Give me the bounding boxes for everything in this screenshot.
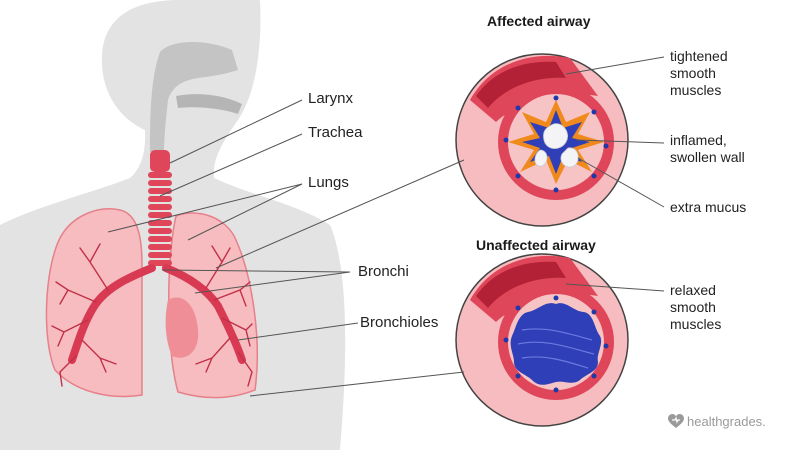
label-lungs: Lungs — [308, 174, 349, 191]
gland-dots — [503, 295, 609, 393]
trachea-ring — [148, 172, 172, 178]
extra-mucus — [534, 123, 579, 168]
trachea-ring — [148, 220, 172, 226]
unaffected-airway-illustration — [455, 253, 629, 427]
affected-airway-title: Affected airway — [487, 13, 591, 29]
label-line: tightened — [670, 48, 728, 64]
healthgrades-logo: healthgrades. — [668, 414, 766, 429]
label-line: inflamed, — [670, 132, 727, 148]
heart-icon — [668, 414, 684, 428]
trachea-ring — [148, 204, 172, 210]
label-line: relaxed — [670, 282, 716, 298]
trachea-ring — [148, 212, 172, 218]
label-extra-mucus: extra mucus — [670, 199, 747, 215]
gland-dots — [503, 95, 609, 193]
label-line: muscles — [670, 316, 722, 332]
bronchi — [68, 264, 246, 364]
trachea-ring — [148, 180, 172, 186]
label-inflamed-swollen-wall: inflamed, swollen wall — [670, 132, 745, 166]
label-tightened-smooth-muscles: tightened smooth muscles — [670, 48, 728, 99]
label-line: muscles — [670, 82, 722, 98]
bronchioles — [51, 243, 253, 387]
label-larynx: Larynx — [308, 90, 354, 107]
label-line: smooth — [670, 65, 716, 81]
larynx — [150, 150, 170, 172]
leader-lines — [107, 56, 665, 397]
mouth-detail — [176, 94, 242, 114]
label-line: smooth — [670, 299, 716, 315]
trachea-ring — [148, 196, 172, 202]
trachea-ring — [148, 188, 172, 194]
unaffected-airway-title: Unaffected airway — [476, 237, 596, 253]
lumen-highlights — [517, 328, 595, 369]
trachea — [148, 172, 172, 266]
affected-airway-illustration — [455, 53, 629, 227]
head-cavity — [150, 41, 238, 152]
trachea-ring — [148, 252, 172, 258]
label-line: swollen wall — [670, 149, 745, 165]
trachea-ring — [148, 244, 172, 250]
brand-name: healthgrades. — [687, 414, 766, 429]
label-bronchioles: Bronchioles — [360, 314, 439, 331]
trachea-ring — [148, 236, 172, 242]
label-bronchi: Bronchi — [358, 263, 409, 280]
label-trachea: Trachea — [308, 124, 363, 141]
trachea-ring — [148, 228, 172, 234]
right-lung-inner-lobe — [165, 297, 199, 358]
label-relaxed-smooth-muscles: relaxed smooth muscles — [670, 282, 721, 333]
